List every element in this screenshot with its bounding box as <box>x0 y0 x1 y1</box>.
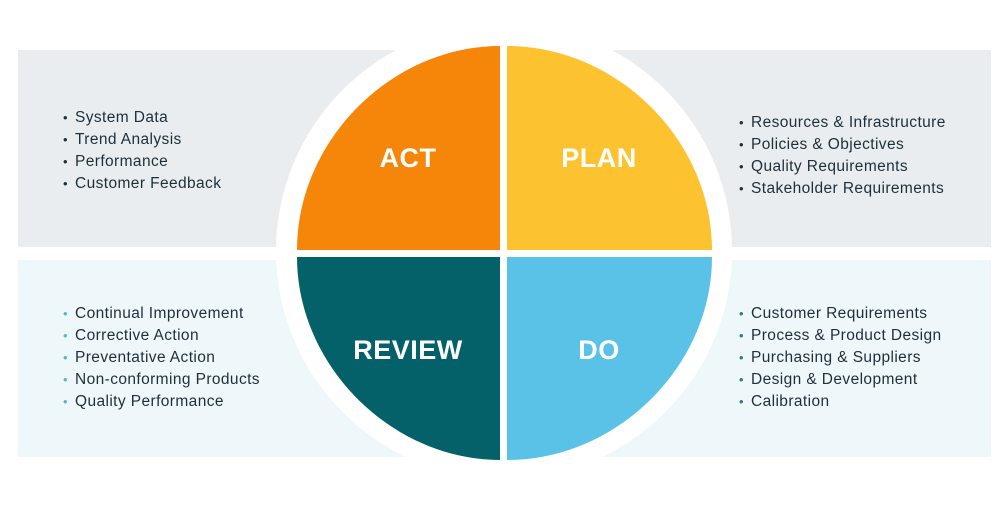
act-item-list: • System Data • Trend Analysis • Performanc… <box>63 107 221 195</box>
list-item-label: Resources & Infrastructure <box>751 114 946 131</box>
list-item: • Purchasing & Suppliers <box>739 347 942 369</box>
list-item-label: Quality Performance <box>75 393 224 410</box>
list-item: • Stakeholder Requirements <box>739 178 946 200</box>
bullet-icon: • <box>63 350 68 365</box>
bullet-icon: • <box>739 159 744 174</box>
list-item-label: Stakeholder Requirements <box>751 180 945 197</box>
wheel-white-disc <box>276 23 732 479</box>
list-item-label: Trend Analysis <box>75 131 182 148</box>
bullet-icon: • <box>739 115 744 130</box>
do-label: DO <box>578 335 620 365</box>
list-item: • Quality Performance <box>63 391 260 413</box>
list-item: • Trend Analysis <box>63 129 221 151</box>
list-item: • Preventative Action <box>63 347 260 369</box>
do-petal <box>507 257 712 460</box>
list-item: • Calibration <box>739 391 942 413</box>
bullet-icon: • <box>739 328 744 343</box>
list-item-label: Quality Requirements <box>751 158 909 175</box>
list-item: • Continual Improvement <box>63 303 260 325</box>
list-item-label: Performance <box>75 153 169 170</box>
act-label: ACT <box>380 143 437 173</box>
list-item: • Non-conforming Products <box>63 369 260 391</box>
list-item: • Customer Requirements <box>739 303 942 325</box>
list-item-label: Calibration <box>751 393 830 410</box>
list-item-label: Design & Development <box>751 371 918 388</box>
list-item-label: Process & Product Design <box>751 327 942 344</box>
list-item: • Resources & Infrastructure <box>739 112 946 134</box>
list-item-label: Corrective Action <box>75 327 199 344</box>
plan-petal <box>507 46 712 250</box>
list-item-label: Purchasing & Suppliers <box>751 349 921 366</box>
bullet-icon: • <box>63 132 68 147</box>
list-item: • Performance <box>63 151 221 173</box>
list-item-label: Customer Feedback <box>75 175 222 192</box>
bullet-icon: • <box>63 154 68 169</box>
list-item: • Process & Product Design <box>739 325 942 347</box>
list-item-label: Customer Requirements <box>751 305 928 322</box>
bullet-icon: • <box>739 372 744 387</box>
list-item-label: System Data <box>75 109 169 126</box>
plan-label: PLAN <box>561 143 637 173</box>
list-item: • Quality Requirements <box>739 156 946 178</box>
bullet-icon: • <box>63 110 68 125</box>
review-petal <box>297 257 500 460</box>
list-item-label: Policies & Objectives <box>751 136 905 153</box>
bullet-icon: • <box>739 350 744 365</box>
bullet-icon: • <box>63 306 68 321</box>
list-item: • System Data <box>63 107 221 129</box>
list-item: • Customer Feedback <box>63 173 221 195</box>
bullet-icon: • <box>63 372 68 387</box>
list-item-label: Continual Improvement <box>75 305 244 322</box>
list-item-label: Preventative Action <box>75 349 216 366</box>
plan-item-list: • Resources & Infrastructure • Policies & … <box>739 112 946 200</box>
list-item: • Policies & Objectives <box>739 134 946 156</box>
review-item-list: • Continual Improvement • Corrective Actio… <box>63 303 260 413</box>
bullet-icon: • <box>739 137 744 152</box>
bullet-icon: • <box>739 394 744 409</box>
bullet-icon: • <box>63 394 68 409</box>
bullet-icon: • <box>739 181 744 196</box>
bullet-icon: • <box>63 176 68 191</box>
bullet-icon: • <box>739 306 744 321</box>
list-item: • Design & Development <box>739 369 942 391</box>
do-item-list: • Customer Requirements • Process & Produc… <box>739 303 942 413</box>
bullet-icon: • <box>63 328 68 343</box>
list-item: • Corrective Action <box>63 325 260 347</box>
review-label: REVIEW <box>353 335 463 365</box>
act-petal <box>297 46 500 250</box>
list-item-label: Non-conforming Products <box>75 371 260 388</box>
